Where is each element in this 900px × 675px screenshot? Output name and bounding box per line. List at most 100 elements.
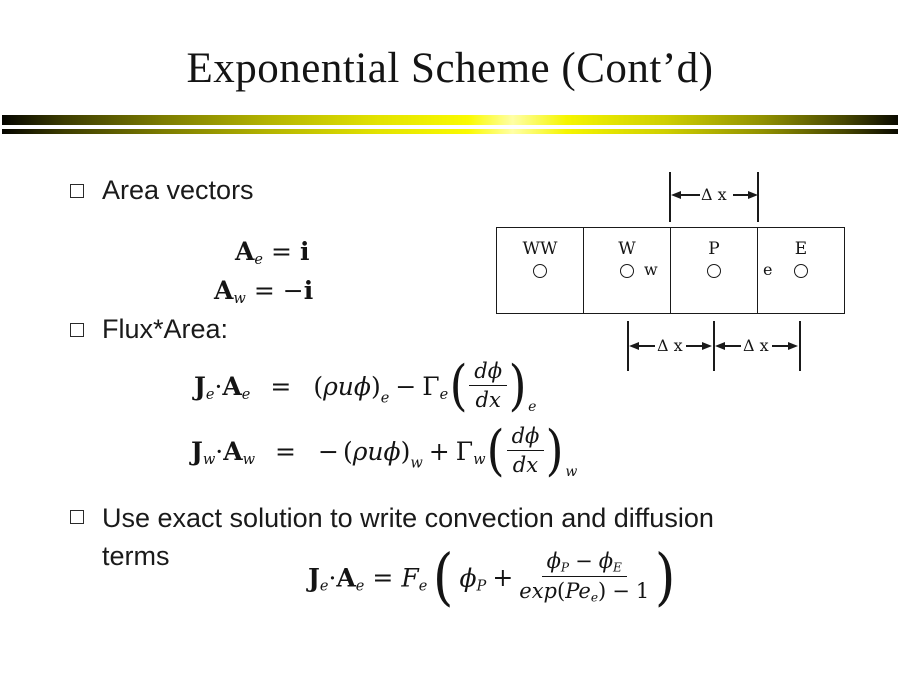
subscript-w: w [410,455,423,472]
rho-u-phi: ρuϕ [352,437,401,467]
fraction-denominator: exp(Pee)−1 [519,577,649,604]
dim-line [733,194,748,196]
open-paren: ( [342,437,353,467]
fraction-denominator: dx [512,453,539,478]
cell-W: W [584,228,671,313]
title-rule-top [2,115,898,125]
gamma-symbol: Γ [422,372,440,402]
cell-E: E [758,228,844,313]
arrow-right-icon [702,342,712,350]
big-close-paren: ) [508,354,527,418]
open-paren: ( [313,372,324,402]
fraction-denominator: dx [475,388,501,413]
title-rule-bottom [2,129,898,134]
node-circle-icon [533,263,547,278]
close-paren: ) [370,372,381,402]
node-circle-icon [707,263,721,278]
bullet-exact-solution: Use exact solution to write convection a… [102,499,714,575]
vector-J: J [308,563,320,593]
dim-line [725,345,741,347]
fraction-numerator: dϕ [469,359,508,387]
phi-symbol: ϕ [459,563,477,593]
minus-sign: − [282,276,304,305]
big-open-paren: ( [449,354,468,418]
fraction-numerator: ϕP−ϕE [541,549,627,578]
equals-sign: = [275,437,296,467]
face-label-e: e [763,260,773,279]
subscript-e: e [590,590,599,605]
subscript-w: w [202,452,216,469]
dim-tick [713,321,715,371]
node-label-W: W [618,239,636,259]
phi-symbol: ϕ [598,549,614,573]
vector-A: A [235,237,255,266]
exp-function: exp [519,579,557,604]
big-close-paren: ) [545,419,564,483]
dot-operator: · [328,563,337,593]
cell-grid: WW W P E [496,227,845,314]
equation-area-east: Ae=i [235,237,309,269]
node-label-WW: WW [522,239,558,259]
vector-A: A [222,372,242,402]
slide-title: Exponential Scheme (Cont’d) [186,45,714,92]
node-circle-icon [794,263,808,278]
subscript-e: e [355,578,365,595]
face-label-w: w [644,260,658,279]
unit-vector-i: i [303,276,314,305]
gamma-symbol: Γ [455,437,474,467]
subscript-E: E [613,560,622,575]
rho-u-phi: ρuϕ [323,372,371,402]
bullet-exact-line1: Use exact solution to write convection a… [102,503,714,533]
subscript-e: e [528,399,537,416]
minus-sign: − [612,579,630,604]
subscript-w: w [233,291,246,308]
equals-sign: = [270,372,292,402]
equals-sign: = [271,237,292,266]
dim-line [772,345,788,347]
dim-tick [799,321,801,371]
close-paren: ) [598,579,607,604]
equals-sign: = [253,276,275,305]
close-paren: ) [400,437,411,467]
arrow-left-icon [671,191,681,199]
dot-operator: · [215,437,224,467]
bullet-square-icon [70,510,84,524]
subscript-e: e [418,578,428,595]
dim-line [686,345,702,347]
vector-A: A [214,276,234,305]
peclet-number: Pe [565,579,591,604]
number-one: 1 [635,579,650,604]
subscript-w: w [473,452,486,469]
subscript-e: e [380,390,390,407]
equals-sign: = [372,563,394,593]
big-close-paren: ) [655,540,676,614]
cell-P: P [671,228,758,313]
dim-tick [627,321,629,371]
bullet-exact-line2: terms [102,541,170,571]
minus-sign: − [318,437,339,467]
subscript-e: e [319,578,329,595]
dot-operator: · [214,372,223,402]
equation-area-west: Aw =−i [214,276,314,308]
bullet-square-icon [70,184,84,198]
subscript-e: e [205,387,215,404]
open-paren: ( [556,579,566,604]
node-circle-icon [620,263,634,278]
vector-A: A [336,563,356,593]
dim-line [681,194,700,196]
node-label-P: P [708,239,720,259]
node-label-E: E [794,239,808,259]
vector-J: J [194,372,206,402]
minus-sign: − [395,372,417,402]
subscript-e: e [254,252,263,269]
dim-line [639,345,655,347]
dim-label-bottom-left: Δ x [657,336,683,355]
subscript-P: P [476,578,487,595]
